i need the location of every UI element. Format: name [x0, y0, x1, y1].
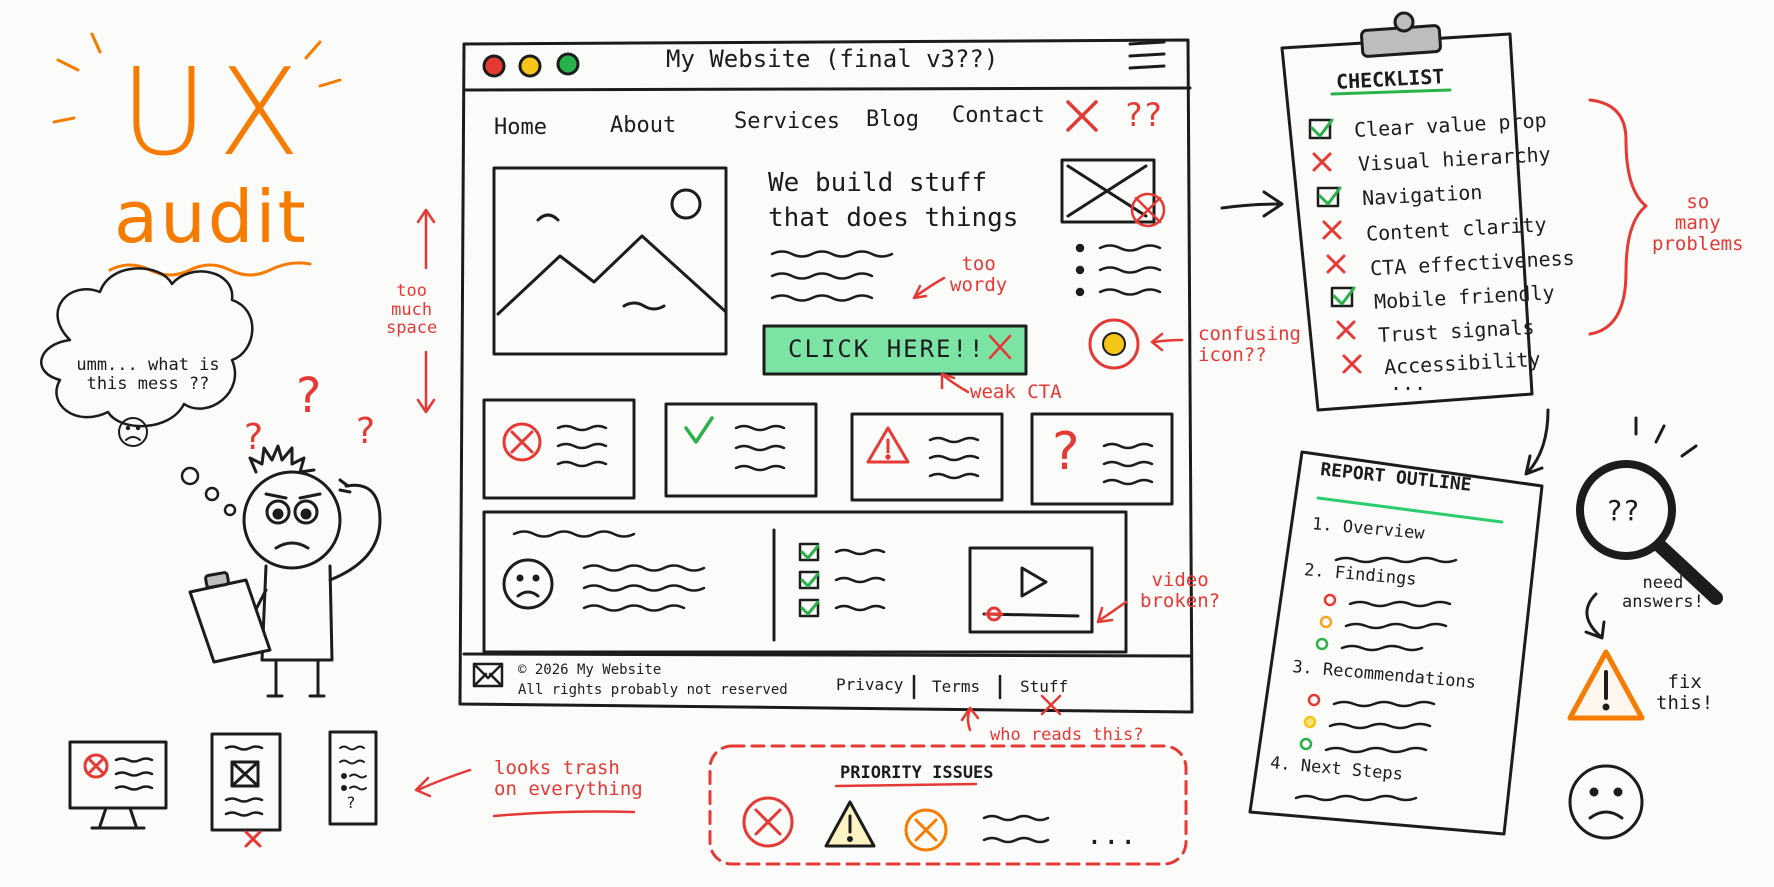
- thought-bubble-3: [223, 503, 237, 517]
- nav-question: ??: [1124, 96, 1163, 134]
- flow-arrows: [1220, 190, 1606, 640]
- hero-heading: We build stuff that does things: [768, 168, 1019, 234]
- video-player: [968, 546, 1094, 634]
- window-close-dot: [482, 54, 506, 78]
- figure-clipboard: [188, 571, 272, 664]
- annotation-arrows: [414, 276, 1184, 798]
- cta-cross-icon: [988, 334, 1012, 360]
- question-mark-icon: ?: [356, 411, 376, 452]
- footer-link-privacy[interactable]: Privacy: [836, 675, 904, 694]
- priority-title: PRIORITY ISSUES: [840, 763, 994, 783]
- too-much-space-label: too much space: [386, 281, 438, 339]
- magnifier-icon: [1576, 416, 1723, 605]
- scratch-arm: [328, 483, 382, 582]
- video-broken-label: video broken?: [1140, 569, 1221, 612]
- title-sparkles: [52, 32, 342, 124]
- play-icon: [1020, 566, 1048, 598]
- hero-text-lines: [770, 250, 894, 302]
- feature-section: [482, 510, 1128, 654]
- sad-face-icon: [502, 558, 554, 610]
- card-4: [1030, 412, 1174, 506]
- warning-icon: [866, 426, 910, 464]
- nav-services[interactable]: Services: [734, 109, 840, 134]
- nav-cross-icon: [1066, 100, 1098, 132]
- card-2: [664, 402, 818, 498]
- window-maximize-dot: [556, 52, 580, 76]
- looks-trash-label: looks trash on everything: [494, 757, 643, 800]
- bullet-list: [1075, 243, 1162, 297]
- small-image-placeholder-icon: [1060, 158, 1156, 224]
- sad-face-icon: [1568, 764, 1644, 840]
- checklist-title: CHECKLIST: [1335, 64, 1445, 94]
- confusing-icon-label: confusing icon??: [1198, 323, 1301, 366]
- confused-stick-figure: [238, 444, 382, 698]
- check-icon: [684, 416, 714, 444]
- thought-cloud: [40, 267, 254, 428]
- fix-warning-icon: [1567, 649, 1645, 721]
- curly-brace: [1588, 98, 1648, 336]
- browser-title: My Website (final v3??): [666, 45, 999, 73]
- card-3: [850, 412, 1004, 502]
- hero-image-placeholder-icon: [492, 166, 728, 356]
- thought-bubble-2: [204, 486, 220, 502]
- cross-icon: [742, 796, 794, 848]
- nav-blog[interactable]: Blog: [866, 107, 919, 132]
- checklist-clipboard: [1280, 11, 1534, 412]
- cross-icon: [502, 422, 542, 462]
- title-audit: audit: [114, 175, 308, 259]
- cta-button-shape: [762, 324, 1028, 376]
- confusing-icon: [1088, 318, 1140, 370]
- envelope-icon: [472, 662, 504, 688]
- footer-copyright: © 2026 My Website All rights probably no…: [518, 662, 788, 699]
- card-1: [482, 398, 636, 500]
- head: [242, 470, 342, 570]
- hair: [248, 444, 316, 474]
- body: [260, 564, 334, 662]
- browser-window: [458, 38, 1194, 716]
- checklist-marks: [1308, 118, 1362, 374]
- magnifier-text: ??: [1606, 494, 1640, 527]
- sad-face-icon: [118, 417, 148, 447]
- warning-icon: [824, 800, 876, 848]
- so-many-problems-label: so many problems: [1652, 191, 1744, 255]
- phone-question: ?: [346, 793, 356, 812]
- title-ux: UX: [120, 44, 311, 183]
- cta-button[interactable]: CLICK HERE!!: [788, 335, 986, 363]
- too-much-space-arrows: [416, 208, 436, 414]
- report-outline-sheet: [1248, 450, 1544, 836]
- cross-icon: [904, 808, 948, 852]
- footer-link-stuff[interactable]: Stuff: [1020, 677, 1069, 696]
- thought-text: umm... what is this mess ??: [76, 355, 220, 394]
- nav-about[interactable]: About: [610, 113, 677, 138]
- desktop-thumbnail: [68, 740, 168, 830]
- question-mark-icon: ?: [244, 417, 264, 458]
- question-mark-icon: ?: [296, 368, 322, 424]
- need-answers-label: need answers!: [1622, 573, 1704, 612]
- cross-icon: [83, 753, 109, 779]
- nav-contact[interactable]: Contact: [952, 103, 1045, 128]
- phone-thumbnail: [328, 730, 378, 826]
- footer-link-terms[interactable]: Terms: [932, 677, 981, 696]
- window-minimize-dot: [518, 54, 542, 78]
- priority-issues-box: [708, 744, 1188, 866]
- checkbox-list: [798, 542, 886, 618]
- too-wordy-label: too wordy: [950, 253, 1008, 296]
- hamburger-icon: [1128, 40, 1166, 70]
- priority-ellipsis: ...: [1086, 818, 1137, 851]
- footer-cross-icon: [1040, 694, 1062, 716]
- fix-this-label: fix this!: [1656, 671, 1714, 714]
- looks-trash-underline: [492, 810, 636, 818]
- checklist-ellipsis: ...: [1390, 371, 1427, 395]
- who-reads-label: who reads this?: [990, 725, 1144, 745]
- thought-bubble-1: [180, 466, 200, 486]
- question-mark-icon: ?: [1052, 422, 1080, 482]
- nav-home[interactable]: Home: [494, 115, 547, 140]
- broken-image-cross-icon: [1130, 192, 1166, 228]
- weak-cta-label: weak CTA: [970, 381, 1062, 403]
- tablet-thumbnail: [210, 732, 282, 848]
